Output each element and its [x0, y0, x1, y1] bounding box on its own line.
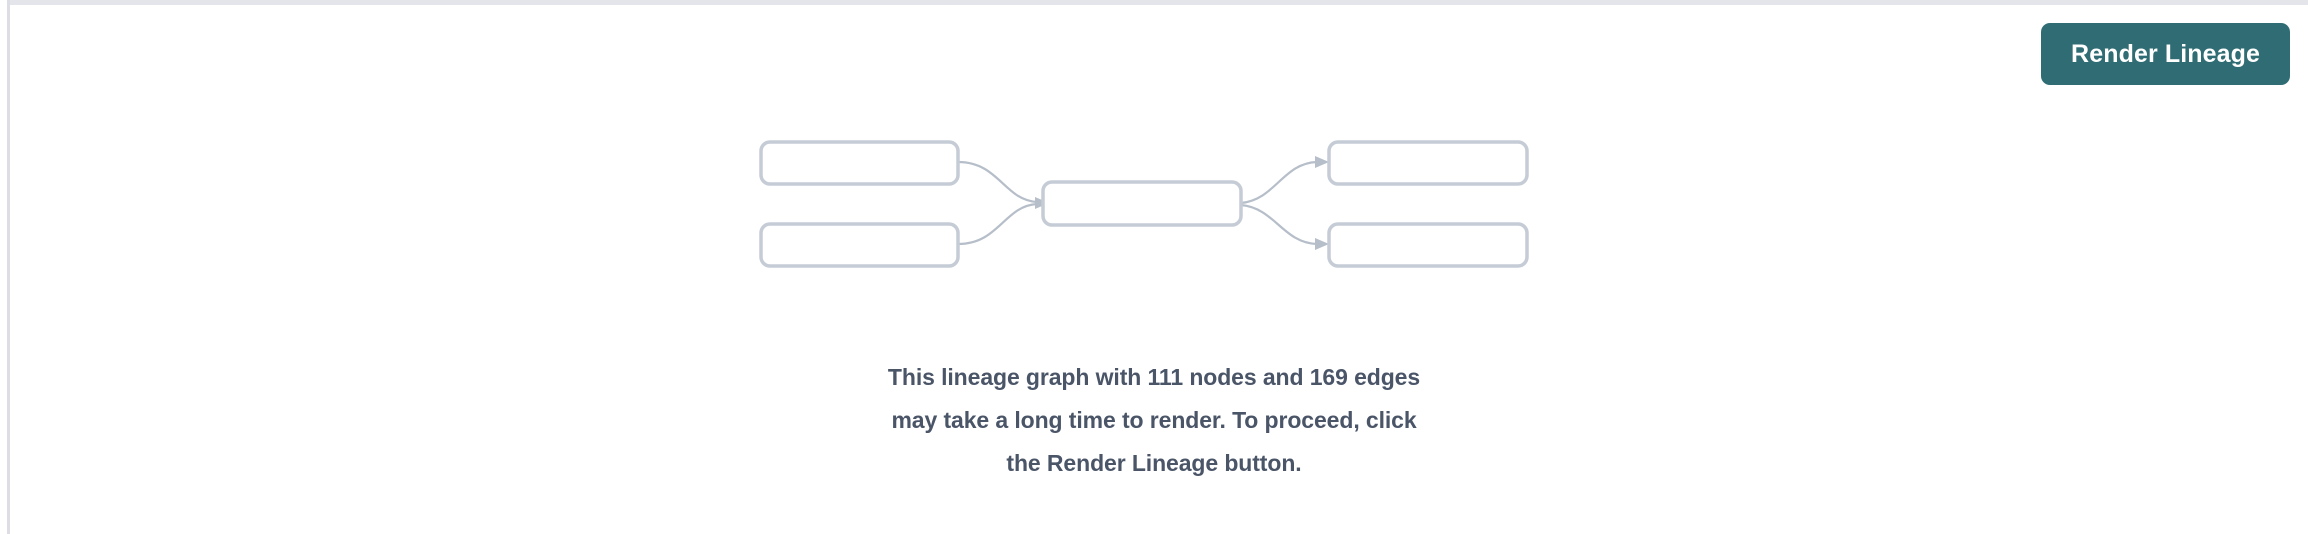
edge-upstream-2-to-focus	[957, 202, 1038, 246]
graph-node-upstream-1	[759, 140, 960, 186]
edge-arrowhead-downstream-2-in	[1315, 238, 1329, 250]
edge-focus-to-downstream-1	[1240, 160, 1318, 205]
graph-node-focus	[1041, 180, 1243, 227]
edge-upstream-1-to-focus	[957, 160, 1038, 204]
lineage-warning-message: This lineage graph with 111 nodes and 16…	[887, 364, 1421, 476]
lineage-graph-placeholder-illustration	[759, 140, 1549, 280]
graph-node-downstream-1	[1327, 140, 1529, 186]
lineage-toolbar: Render Lineage	[2041, 23, 2290, 85]
graph-node-upstream-2	[759, 222, 960, 268]
edge-arrowhead-downstream-1-in	[1315, 156, 1329, 168]
render-lineage-button[interactable]: Render Lineage	[2041, 23, 2290, 85]
panel-left-divider	[7, 0, 10, 534]
panel-top-divider	[8, 0, 2308, 5]
edge-focus-to-downstream-2	[1240, 203, 1318, 246]
graph-node-downstream-2	[1327, 222, 1529, 268]
